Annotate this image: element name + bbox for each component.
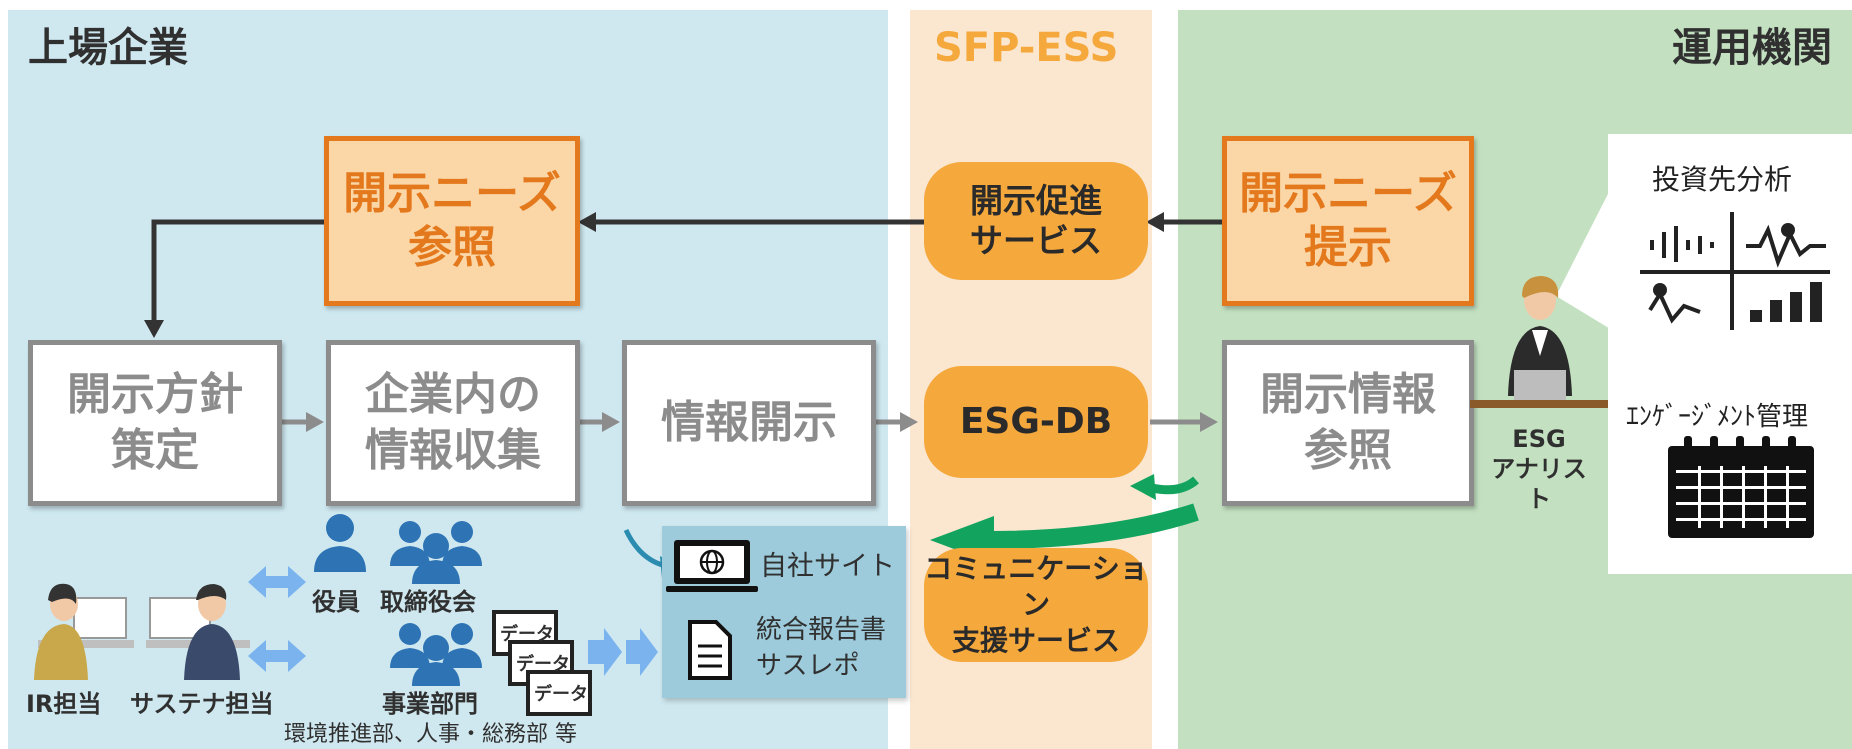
data-tag-3: データ [534,684,588,705]
laptop-globe-icon [666,540,758,592]
section-title-sfp: SFP-ESS [934,25,1119,71]
box-disclosure-policy: 開示方針 策定 [28,340,282,506]
service-disclosure-promotion: 開示促進 サービス [924,162,1148,280]
section-title-investor: 運用機関 [1672,25,1832,71]
box-internal-collection: 企業内の 情報収集 [326,340,580,506]
service-esg-db: ESG-DB [924,366,1148,478]
document-icon [688,620,732,680]
box-needs-reference: 開示ニーズ 参照 [324,136,580,306]
ir-staff-illustration [34,583,134,680]
label-business-unit-note: 環境推進部、人事・総務部 等 [284,722,577,747]
label-business-unit: 事業部門 [382,690,478,718]
label-sustainability: サステナ担当 [130,690,274,718]
data-tag-2: データ [516,654,570,675]
label-esg-analyst: ESG アナリスト [1491,425,1587,513]
section-title-company: 上場企業 [28,25,188,71]
label-investment-analysis: 投資先分析 [1652,163,1793,196]
label-executives: 役員 [312,588,360,616]
box-disclosure: 情報開示 [622,340,876,506]
channel-integrated-report: 統合報告書 サスレポ [756,615,887,681]
label-board: 取締役会 [380,588,476,616]
channel-company-site: 自社サイト [760,551,895,582]
board-group-icon [390,521,482,584]
label-ir: IR担当 [26,690,102,718]
box-needs-present: 開示ニーズ 提示 [1222,136,1474,306]
sustainability-staff-illustration [146,584,250,680]
business-unit-group-icon [390,623,482,686]
box-info-reference: 開示情報 参照 [1222,340,1474,506]
data-tag-1: データ [500,624,554,645]
executive-person-icon [314,514,366,572]
label-engagement-management: ｴﾝｹﾞｰｼﾞﾒﾝﾄ管理 [1626,402,1809,432]
service-communication-support: コミュニケーション 支援サービス [924,548,1148,662]
